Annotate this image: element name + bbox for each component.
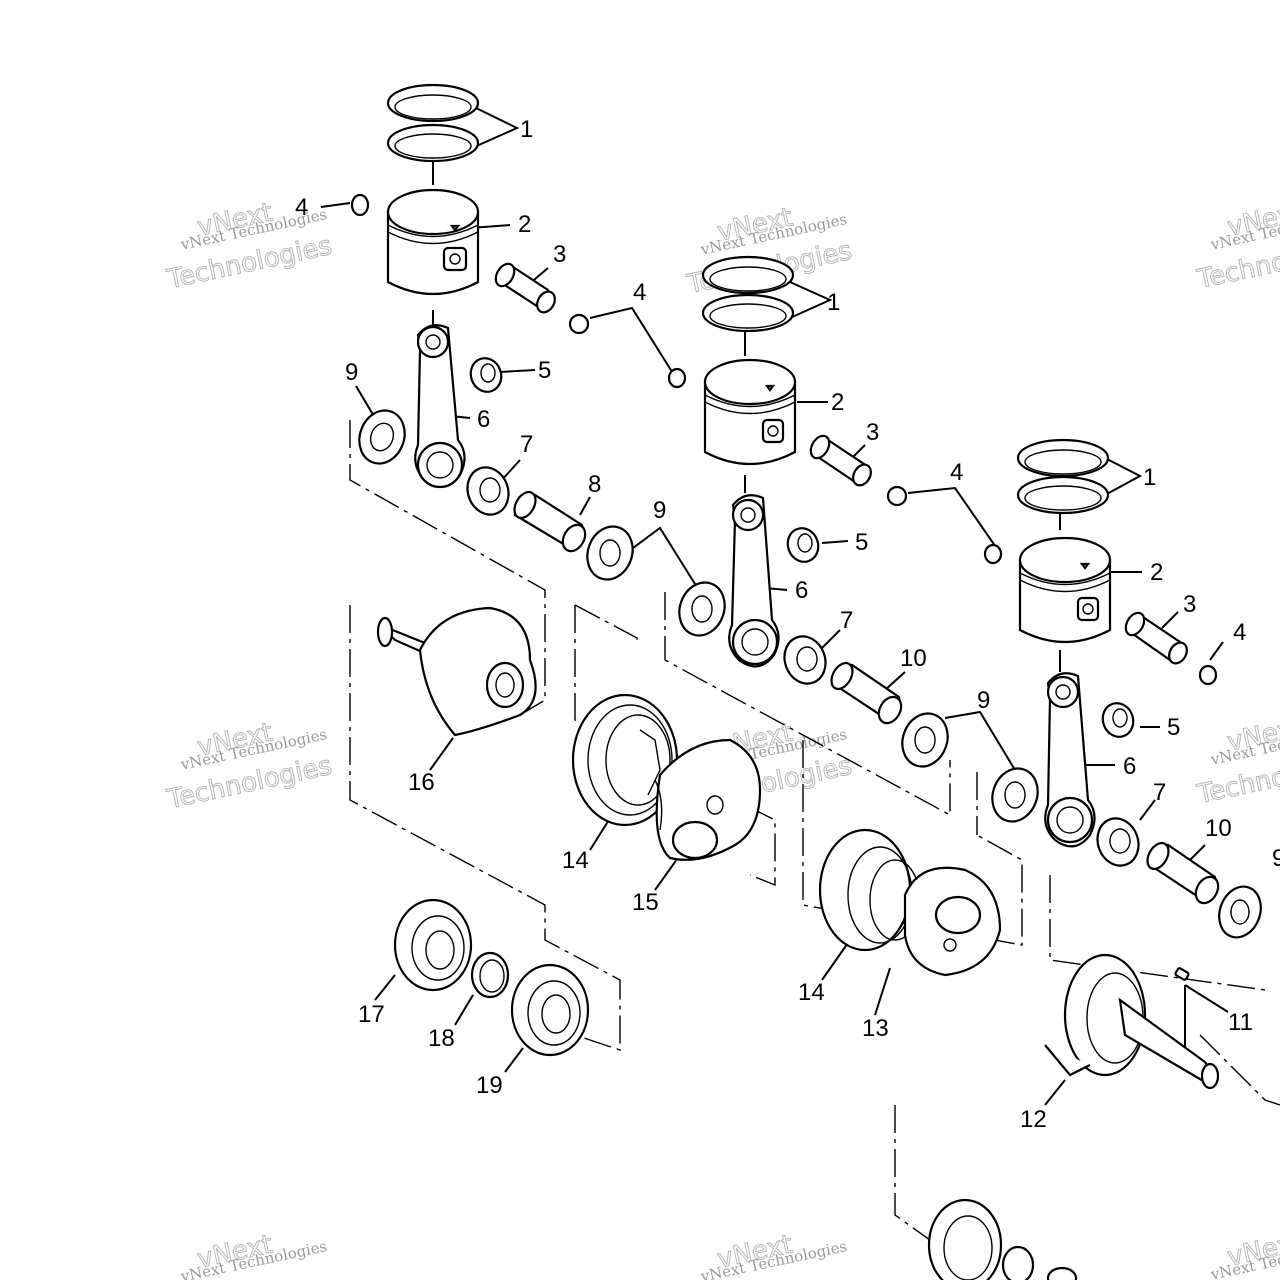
callout-4: 4 bbox=[1233, 619, 1246, 646]
callout-9: 9 bbox=[345, 359, 358, 386]
callout-5: 5 bbox=[1167, 714, 1180, 741]
crank-pin-10a bbox=[830, 661, 903, 725]
connecting-rod-3 bbox=[1044, 672, 1096, 848]
watermark: vNext vNext Technologies bbox=[178, 1229, 328, 1280]
thrust-washer-1 bbox=[358, 409, 406, 465]
watermark: vNext vNext Technologies bbox=[698, 1229, 848, 1280]
callout-10: 10 bbox=[1205, 815, 1232, 842]
circlip-2 bbox=[568, 313, 687, 389]
circlip-1 bbox=[350, 193, 370, 217]
callout-2: 2 bbox=[831, 389, 844, 416]
circlip-3 bbox=[886, 485, 1003, 565]
piston-3 bbox=[1018, 536, 1112, 644]
callout-14: 14 bbox=[798, 979, 825, 1006]
needle-bearing-large-3 bbox=[1096, 817, 1140, 867]
needle-bearing-small-2 bbox=[786, 527, 820, 563]
callout-11: 11 bbox=[1228, 1009, 1253, 1036]
callout-4: 4 bbox=[950, 459, 963, 486]
main-bearing-17 bbox=[393, 898, 473, 992]
piston-pin-1 bbox=[494, 262, 556, 314]
needle-bearing-small-1 bbox=[469, 357, 503, 393]
callout-4: 4 bbox=[633, 279, 646, 306]
callout-9: 9 bbox=[653, 497, 666, 524]
watermark: vNext vNext Technologies Technologies bbox=[164, 197, 336, 296]
piston-ring-set-1 bbox=[386, 83, 480, 163]
circlip-4 bbox=[1198, 664, 1218, 686]
piston-2 bbox=[703, 358, 797, 466]
callout-5: 5 bbox=[855, 529, 868, 556]
crankshaft-end-12 bbox=[1044, 953, 1220, 1090]
crankshaft-end-16 bbox=[376, 606, 537, 737]
piston-pin-3 bbox=[1124, 611, 1188, 665]
needle-bearing-large-2 bbox=[783, 635, 827, 685]
thrust-washer-4 bbox=[1218, 885, 1262, 939]
callout-15: 15 bbox=[632, 889, 659, 916]
crank-pin-8 bbox=[513, 490, 587, 553]
connecting-rod-1 bbox=[414, 324, 466, 489]
callout-12: 12 bbox=[1020, 1106, 1047, 1133]
piston-pin-2 bbox=[809, 434, 872, 487]
callout-7: 7 bbox=[840, 607, 853, 634]
callout-4: 4 bbox=[295, 194, 308, 221]
piston-1 bbox=[386, 188, 480, 296]
callout-1: 1 bbox=[520, 116, 533, 143]
needle-bearing-large-1 bbox=[466, 466, 510, 516]
callout-5: 5 bbox=[538, 357, 551, 384]
main-bearing-lower bbox=[927, 1198, 1078, 1280]
piston-ring-set-3 bbox=[1016, 438, 1110, 515]
callout-13: 13 bbox=[862, 1015, 889, 1042]
thrust-washer-3 bbox=[901, 712, 1039, 823]
piston-ring-set-2 bbox=[701, 255, 795, 333]
callout-10: 10 bbox=[900, 645, 927, 672]
callout-16: 16 bbox=[408, 769, 435, 796]
thrust-washer-2 bbox=[586, 525, 726, 637]
callout-2: 2 bbox=[1150, 559, 1163, 586]
watermark: vNext vNext Technologies Technologies bbox=[1194, 197, 1280, 296]
woodruff-key-11 bbox=[1174, 967, 1190, 981]
callout-3: 3 bbox=[1183, 591, 1196, 618]
callout-8: 8 bbox=[588, 471, 601, 498]
snap-ring-18 bbox=[470, 951, 510, 999]
callout-3: 3 bbox=[553, 241, 566, 268]
callout-labels: 1 2 3 4 5 6 7 8 9 4 1 2 3 9 5 6 7 10 4 1… bbox=[295, 116, 1280, 1133]
crankshaft-web-14a bbox=[571, 693, 679, 827]
callout-1: 1 bbox=[827, 289, 840, 316]
callout-18: 18 bbox=[428, 1025, 455, 1052]
callout-7: 7 bbox=[520, 431, 533, 458]
watermark: vNext vNext Technologies Technologies bbox=[164, 717, 336, 816]
callout-6: 6 bbox=[477, 406, 490, 433]
crank-pin-10b bbox=[1146, 841, 1220, 905]
watermark: vNext vNext Technologies Technologies bbox=[1194, 712, 1280, 811]
main-bearing-19 bbox=[510, 963, 590, 1057]
callout-9: 9 bbox=[977, 687, 990, 714]
callout-14: 14 bbox=[562, 847, 589, 874]
assembly-outline bbox=[349, 420, 1280, 1241]
connecting-rod-2 bbox=[728, 494, 780, 668]
callout-17: 17 bbox=[358, 1001, 385, 1028]
callout-7: 7 bbox=[1153, 779, 1166, 806]
callout-19: 19 bbox=[476, 1072, 503, 1099]
callout-6: 6 bbox=[795, 577, 808, 604]
watermark: vNext vNext Technologies bbox=[1208, 1227, 1280, 1280]
callout-1: 1 bbox=[1143, 464, 1156, 491]
needle-bearing-small-3 bbox=[1101, 702, 1135, 738]
callout-3: 3 bbox=[866, 419, 879, 446]
callout-9: 9 bbox=[1272, 845, 1280, 872]
crankshaft-web-15 bbox=[654, 738, 762, 861]
crankshaft-web-13 bbox=[903, 866, 1002, 977]
callout-6: 6 bbox=[1123, 753, 1136, 780]
callout-2: 2 bbox=[518, 211, 531, 238]
